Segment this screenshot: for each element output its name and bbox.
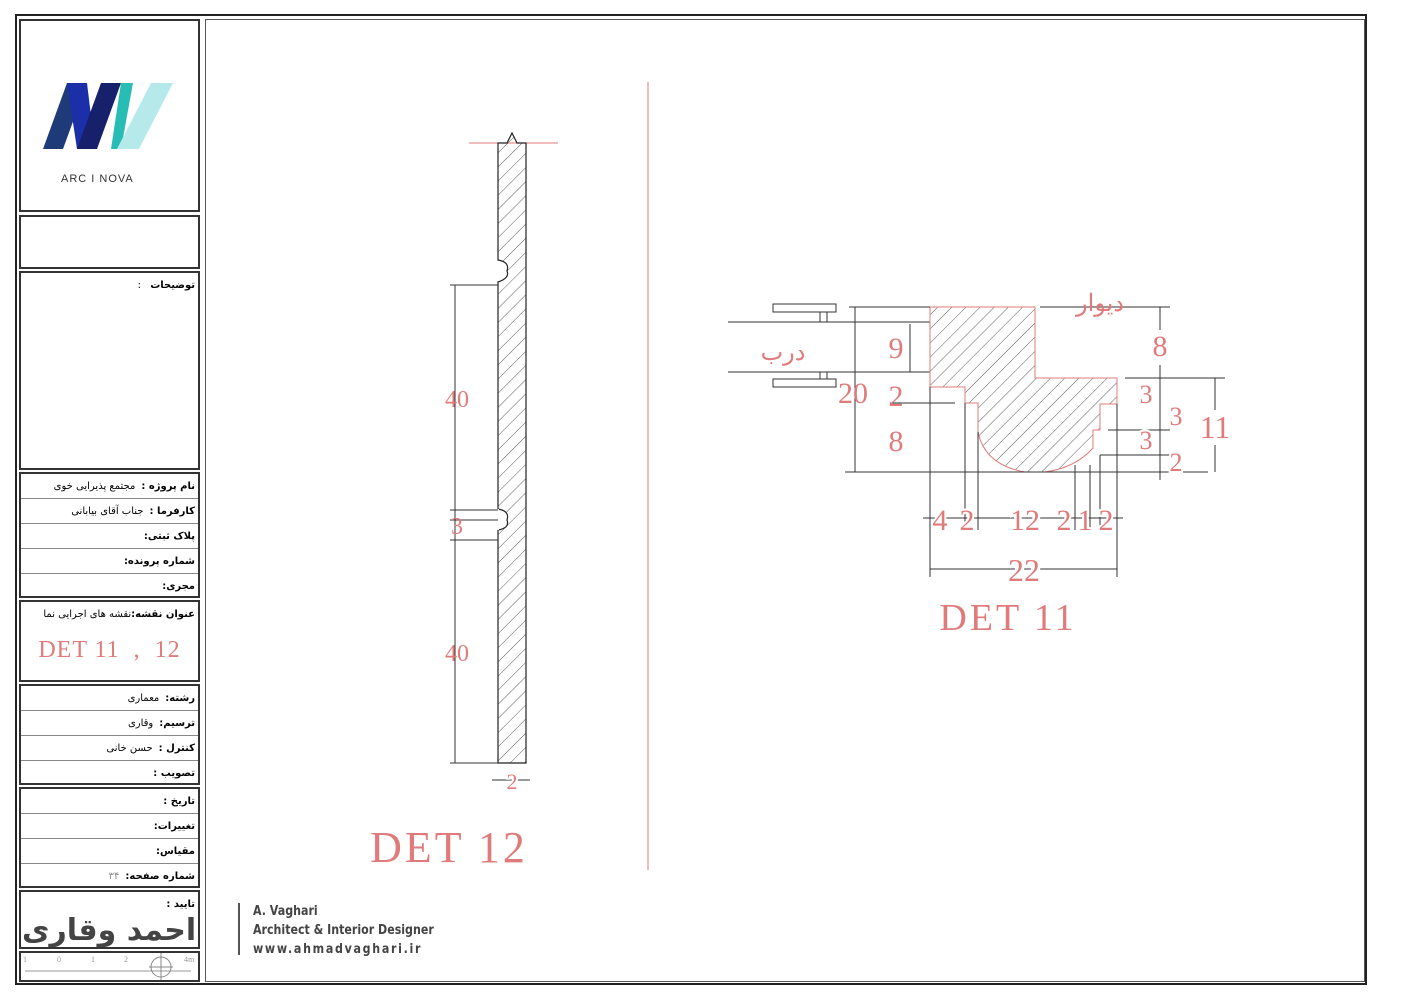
notes-label: توضیحات: [150, 280, 195, 291]
checked-by-row: کنترل : حسن خانی: [21, 736, 198, 761]
notes-box: توضیحات :: [19, 271, 200, 470]
scale-row: مقیاس:: [21, 839, 198, 864]
sheet-title-value: نقشه های اجرایی نما: [43, 609, 132, 620]
checked-by-value: حسن خانی: [106, 743, 153, 754]
team-box: رشته:معماری ترسیم:وقاری کنترل :حسن خانی …: [19, 684, 200, 785]
date-row: تاریخ :: [21, 789, 198, 814]
project-label: نام پروژه :: [141, 481, 195, 492]
drawn-by-row: ترسیم: وقاری: [21, 711, 198, 736]
signature-role: Architect & Interior Designer: [253, 923, 434, 938]
scale-bar: 1 0 1 2 4m: [23, 953, 195, 980]
contractor-row: مجری:: [21, 574, 198, 599]
approval-row: تایید :: [21, 892, 198, 917]
sheet-title-box: عنوان نقشه:نقشه های اجرایی نما DET 11 , …: [19, 600, 200, 682]
logo-text: ARC I NOVA: [61, 173, 134, 185]
blank-box: [19, 215, 200, 269]
client-label: کارفرما :: [149, 506, 195, 517]
plot-row: پلاک ثبتی:: [21, 524, 198, 549]
revisions-row: تغییرات:: [21, 814, 198, 839]
sheet-title-label: عنوان نقشه:: [131, 609, 195, 620]
approved-row: تصویب :: [21, 761, 198, 786]
project-info-box: نام پروژه : مجتمع پذیرایی خوی کارفرما : جن…: [19, 472, 200, 598]
scale-tick: 2: [124, 955, 128, 964]
approved-label: تصویب :: [153, 768, 195, 779]
notes-row: توضیحات :: [21, 273, 198, 298]
drawing-frame: [205, 19, 1365, 982]
client-row: کارفرما : جناب آقای بیابانی: [21, 499, 198, 524]
signature-divider: [238, 903, 240, 955]
discipline-value: معماری: [127, 693, 160, 704]
signature-block: A. Vaghari Architect & Interior Designer…: [253, 902, 434, 959]
scale-tick: 0: [57, 955, 61, 964]
plot-label: پلاک ثبتی:: [143, 531, 195, 542]
date-label: تاریخ :: [163, 796, 195, 807]
scale-bar-box: 1 0 1 2 4m: [19, 951, 200, 982]
revisions-label: تغییرات:: [153, 821, 195, 832]
sheet-code: DET 11 , 12: [38, 637, 181, 663]
discipline-row: رشته: معماری: [21, 686, 198, 711]
page-number-label: شماره صفحه:: [125, 871, 195, 882]
discipline-label: رشته:: [165, 693, 195, 704]
scale-tick: 4m: [184, 955, 195, 964]
approval-label: تایید :: [166, 899, 195, 910]
scale-tick: 1: [23, 955, 27, 964]
contractor-label: مجری:: [162, 581, 195, 592]
file-number-row: شماره پرونده:: [21, 549, 198, 574]
meta-box: تاریخ : تغییرات: مقیاس: شماره صفحه: ۳۴: [19, 787, 200, 888]
page-number-row: شماره صفحه: ۳۴: [21, 864, 198, 889]
file-number-label: شماره پرونده:: [123, 556, 195, 567]
notes-sep: :: [137, 280, 142, 291]
compass-icon: [149, 953, 173, 980]
sheet-border: [15, 14, 1367, 985]
arc-nova-logo: [43, 83, 173, 149]
signature-calligraphy: احمد وقاری: [22, 913, 197, 948]
drawn-by-value: وقاری: [127, 718, 154, 729]
project-value: مجتمع پذیرایی خوی: [53, 481, 136, 492]
signature-name: A. Vaghari: [253, 904, 318, 919]
logo-box: ARC I NOVA: [19, 19, 200, 212]
website-link[interactable]: www.ahmadvaghari.ir: [253, 942, 423, 957]
scale-tick: 1: [91, 955, 95, 964]
drawn-by-label: ترسیم:: [159, 718, 195, 729]
scale-label: مقیاس:: [155, 846, 195, 857]
page-number-value: ۳۴: [108, 871, 120, 882]
client-value: جناب آقای بیابانی: [71, 506, 144, 517]
approval-box: تایید :: [19, 890, 200, 949]
project-row: نام پروژه : مجتمع پذیرایی خوی: [21, 474, 198, 499]
checked-by-label: کنترل :: [158, 743, 195, 754]
sheet-title-row: عنوان نقشه:نقشه های اجرایی نما: [21, 602, 198, 627]
